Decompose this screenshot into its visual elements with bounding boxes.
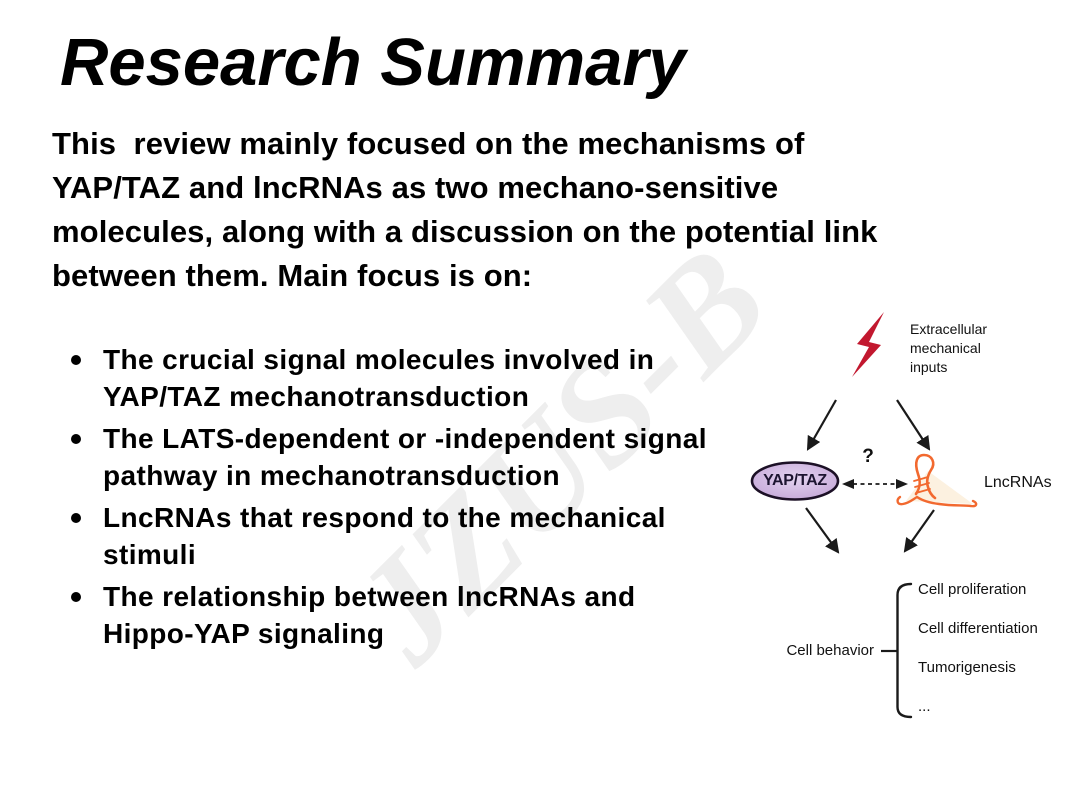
extracellular-inputs-label: Extracellular mechanical inputs (910, 321, 988, 375)
question-mark-label: ? (862, 446, 874, 467)
intro-paragraph: This review mainly focused on the mechan… (52, 126, 878, 293)
dashed-arrowhead-right-icon (896, 479, 908, 489)
outcome-item: ... (918, 698, 931, 715)
list-item: The relationship between lncRNAs and Hip… (69, 578, 789, 652)
lightning-bolt-icon (852, 312, 884, 377)
page-title: Research Summary (60, 25, 686, 100)
outcome-item: Cell differentiation (918, 620, 1038, 637)
arrow-lncrna-down-icon (903, 509, 935, 553)
list-item: The crucial signal molecules involved in… (69, 341, 789, 415)
outcome-item: Cell proliferation (918, 581, 1027, 598)
list-item: The LATS-dependent or -independent signa… (69, 420, 789, 494)
rna-hairpin-icon (896, 453, 978, 508)
list-item: LncRNAs that respond to the mechanical s… (69, 499, 789, 573)
arrow-bolt-to-yaptaz-icon (806, 399, 837, 451)
arrow-yaptaz-down-icon (805, 507, 840, 554)
dashed-arrowhead-left-icon (842, 479, 854, 489)
outcome-bracket (896, 582, 913, 719)
bullet-list: The crucial signal molecules involved in… (69, 341, 789, 657)
lncrnas-label: LncRNAs (984, 474, 1052, 491)
arrow-bolt-to-lncrna-icon (896, 399, 931, 451)
outcome-item: Tumorigenesis (918, 659, 1016, 676)
outcome-list: Cell proliferation Cell differentiation … (918, 570, 1038, 726)
